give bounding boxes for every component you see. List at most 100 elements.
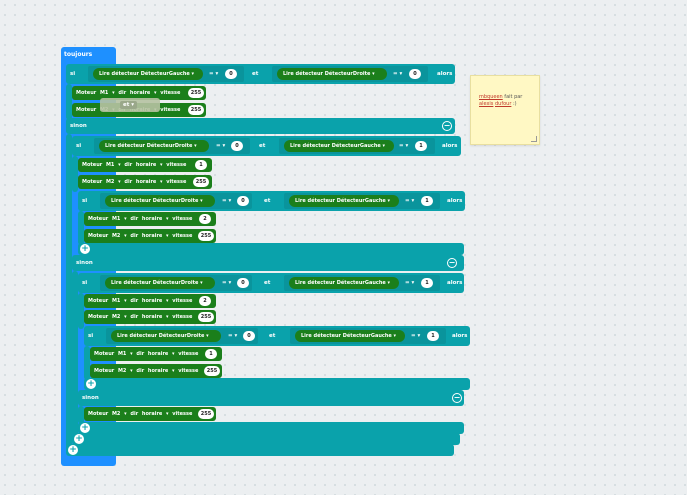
else-keyword: sinon (70, 123, 87, 129)
sensor-left-reporter[interactable]: Lire détecteur DétecteurGauche ▾ (93, 68, 203, 80)
eq-operator[interactable]: = ▾ (222, 280, 232, 286)
speed-input[interactable]: 1 (195, 160, 207, 170)
value-input[interactable]: 0 (243, 331, 255, 341)
speed-input[interactable]: 255 (193, 177, 209, 187)
comment-note[interactable]: mbqueen fait par alexis dufour :) (470, 75, 540, 145)
sensor-right-reporter[interactable]: Lire détecteur DétecteurDroite ▾ (105, 277, 215, 289)
speed-input[interactable]: 255 (198, 231, 214, 241)
else-block-3[interactable] (78, 390, 464, 406)
else-block-2-spine (72, 271, 78, 437)
motor-block[interactable]: Moteur M2 ▾ dir horaire ▾ vitesse (84, 310, 216, 324)
motor-block[interactable]: Moteur M2 ▾ dir horaire ▾ vitesse (84, 229, 216, 243)
if-block-5-footer (84, 378, 470, 390)
motor-block[interactable]: Moteur M2 ▾ dir horaire ▾ vitesse (84, 407, 216, 421)
comment-text: mbqueen fait par alexis dufour :) (479, 94, 523, 107)
else-block-1[interactable] (66, 118, 455, 134)
speed-input[interactable]: 2 (199, 214, 211, 224)
sensor-right-reporter[interactable]: Lire détecteur DétecteurDroite ▾ (111, 330, 221, 342)
value-input[interactable]: 0 (237, 196, 249, 206)
value-input[interactable]: 1 (427, 331, 439, 341)
eq-operator[interactable]: = ▾ (228, 333, 238, 339)
speed-input[interactable]: 1 (205, 349, 217, 359)
motor-block[interactable]: Moteur M1 ▾ dir horaire ▾ vitesse (84, 294, 216, 308)
add-else-button[interactable]: + (80, 423, 90, 433)
eq-operator[interactable]: = ▾ (222, 198, 232, 204)
motor-block[interactable]: Moteur M2 ▾ dir horaire ▾ vitesse (90, 364, 222, 378)
add-else-button[interactable]: + (80, 244, 90, 254)
sensor-right-reporter[interactable]: Lire détecteur DétecteurDroite ▾ (277, 68, 387, 80)
and-keyword: et (269, 333, 276, 339)
add-else-button[interactable]: + (68, 445, 78, 455)
remove-else-button[interactable]: − (452, 393, 462, 403)
value-input[interactable]: 0 (237, 278, 249, 288)
sensor-right-reporter[interactable]: Lire détecteur DétecteurDroite ▾ (105, 195, 215, 207)
remove-else-button[interactable]: − (442, 121, 452, 131)
if-block-4-spine (78, 293, 84, 329)
if-keyword: si (88, 333, 94, 339)
else-block-1-spine (66, 134, 72, 454)
speed-input[interactable]: 255 (204, 366, 220, 376)
motor-block[interactable]: Moteur M1 ▾ dir horaire ▾ vitesse (90, 347, 222, 361)
value-input[interactable]: 0 (409, 69, 421, 79)
resize-handle-icon[interactable] (531, 136, 537, 142)
if-block-2-spine (72, 156, 78, 192)
eq-operator[interactable]: = ▾ (405, 198, 415, 204)
if-block-4-footer (78, 422, 464, 434)
value-input[interactable]: 1 (415, 141, 427, 151)
and-keyword: et (252, 71, 259, 77)
speed-input[interactable]: 255 (198, 409, 214, 419)
remove-else-button[interactable]: − (447, 258, 457, 268)
value-input[interactable]: 0 (231, 141, 243, 151)
then-keyword: alors (452, 333, 468, 339)
and-keyword: et (264, 280, 271, 286)
else-keyword: sinon (82, 395, 99, 401)
ghost-and-operator[interactable]: et ▾ (120, 101, 138, 109)
else-block-3-spine (78, 406, 84, 424)
value-input[interactable]: 1 (421, 196, 433, 206)
sensor-left-reporter[interactable]: Lire détecteur DétecteurGauche ▾ (295, 330, 405, 342)
comment-link[interactable]: dufour (495, 101, 512, 107)
sensor-left-reporter[interactable]: Lire détecteur DétecteurGauche ▾ (289, 277, 399, 289)
motor-block[interactable]: Moteur M2 ▾ dir horaire ▾ vitesse (78, 175, 212, 189)
then-keyword: alors (437, 71, 453, 77)
speed-input[interactable]: 255 (188, 88, 204, 98)
motor-block[interactable]: Moteur M1 ▾ dir horaire ▾ vitesse (78, 158, 212, 172)
comment-link[interactable]: alexis (479, 101, 494, 107)
if-keyword: si (70, 71, 76, 77)
if-block-1-footer (66, 444, 454, 456)
sensor-left-reporter[interactable]: Lire détecteur DétecteurGauche ▾ (289, 195, 399, 207)
if-block-3-spine (78, 211, 84, 245)
if-keyword: si (76, 143, 82, 149)
sensor-right-reporter[interactable]: Lire détecteur DétecteurDroite ▾ (99, 140, 209, 152)
eq-operator[interactable]: = ▾ (399, 143, 409, 149)
eq-operator[interactable]: = ▾ (393, 71, 403, 77)
eq-operator[interactable]: = ▾ (405, 280, 415, 286)
then-keyword: alors (447, 198, 463, 204)
then-keyword: alors (442, 143, 458, 149)
motor-block[interactable]: Moteur M1 ▾ dir horaire ▾ vitesse (84, 212, 216, 226)
if-keyword: si (82, 280, 88, 286)
else-keyword: sinon (76, 260, 93, 266)
forever-label: toujours (64, 51, 93, 58)
else-block-2[interactable] (72, 255, 464, 271)
if-block-2-footer (72, 433, 460, 445)
and-keyword: et (264, 198, 271, 204)
comment-link[interactable]: mbqueen (479, 94, 503, 100)
add-else-button[interactable]: + (74, 434, 84, 444)
value-input[interactable]: 1 (421, 278, 433, 288)
eq-operator[interactable]: = ▾ (216, 143, 226, 149)
eq-operator[interactable]: = ▾ (209, 71, 219, 77)
if-block-3-footer (78, 243, 464, 255)
if-block-1-spine (66, 84, 72, 120)
eq-operator[interactable]: = ▾ (411, 333, 421, 339)
if-keyword: si (82, 198, 88, 204)
and-keyword: et (259, 143, 266, 149)
sensor-left-reporter[interactable]: Lire détecteur DétecteurGauche ▾ (284, 140, 394, 152)
motor-block[interactable]: Moteur M1 ▾ dir horaire ▾ vitesse (72, 86, 206, 100)
speed-input[interactable]: 2 (199, 296, 211, 306)
speed-input[interactable]: 255 (188, 105, 204, 115)
speed-input[interactable]: 255 (198, 312, 214, 322)
add-else-button[interactable]: + (86, 379, 96, 389)
value-input[interactable]: 0 (225, 69, 237, 79)
then-keyword: alors (447, 280, 463, 286)
